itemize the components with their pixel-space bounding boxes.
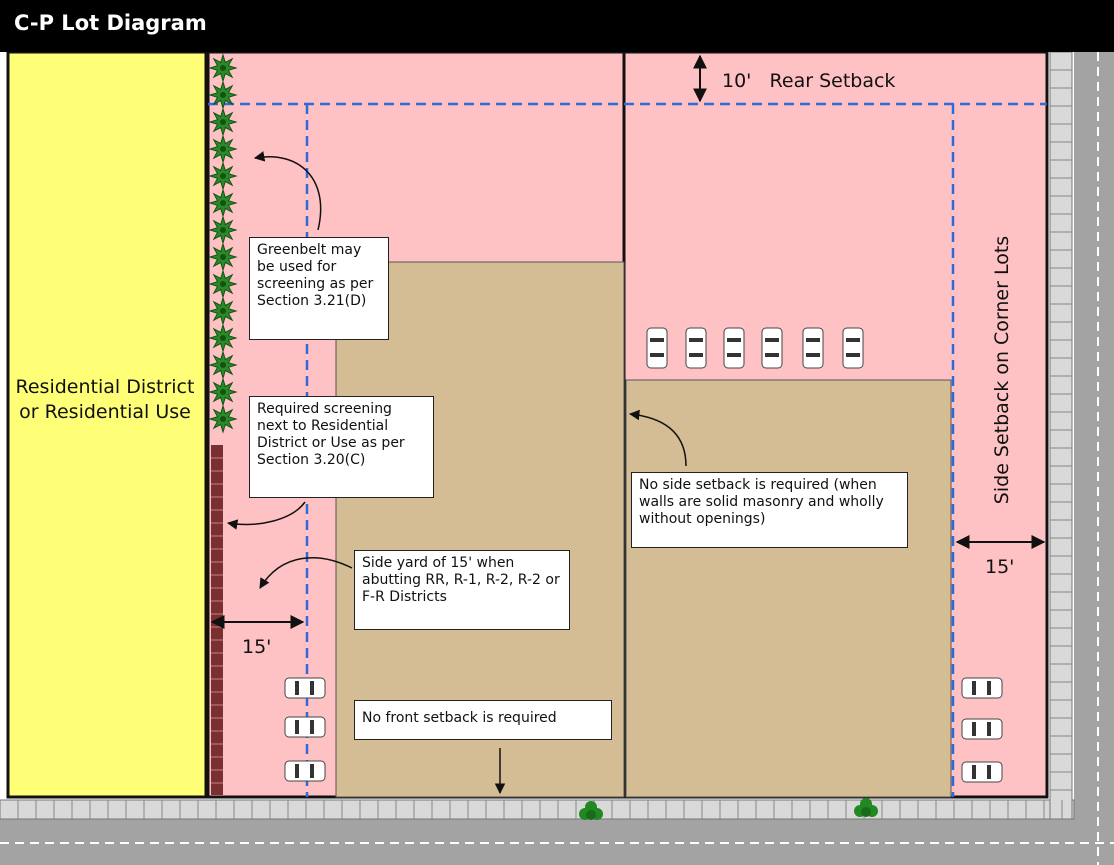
rear-setback-dimension: 10' bbox=[722, 70, 752, 92]
no-side-setback-callout: No side setback is required (when walls … bbox=[631, 472, 908, 548]
car-icon bbox=[961, 677, 1003, 699]
street-tree-icon bbox=[579, 801, 603, 820]
screening-callout: Required screening next to Residential D… bbox=[249, 396, 434, 498]
no-side-setback-leader bbox=[628, 409, 687, 467]
residential-label: Residential District or Residential Use bbox=[15, 376, 195, 423]
car-icon bbox=[284, 677, 326, 699]
building-right bbox=[625, 379, 952, 798]
sidewalk-horizontal bbox=[0, 799, 1075, 820]
tree-icon bbox=[208, 134, 238, 164]
side-yard-dimension: 15' bbox=[242, 636, 272, 658]
tree-icon bbox=[208, 323, 238, 353]
side-setback-corner-label: Side Setback on Corner Lots bbox=[991, 235, 1013, 505]
car-icon bbox=[646, 327, 668, 369]
tree-icon bbox=[208, 188, 238, 218]
sidewalk-vertical bbox=[1049, 51, 1073, 820]
tree-icon bbox=[208, 161, 238, 191]
car-icon bbox=[961, 761, 1003, 783]
car-icon bbox=[761, 327, 783, 369]
car-icon bbox=[842, 327, 864, 369]
front-setback-callout: No front setback is required bbox=[354, 700, 612, 740]
car-icon bbox=[802, 327, 824, 369]
greenbelt-leader bbox=[253, 151, 322, 231]
greenbelt-callout: Greenbelt may be used for screening as p… bbox=[249, 237, 389, 340]
sidewalk-joints bbox=[17, 69, 1072, 819]
rear-setback-label: 10' Rear Setback bbox=[722, 70, 895, 92]
tree-icon bbox=[208, 107, 238, 137]
street-vertical bbox=[1074, 52, 1114, 865]
page-title: C-P Lot Diagram bbox=[14, 11, 207, 35]
residential-area bbox=[6, 50, 208, 799]
car-icon bbox=[284, 716, 326, 738]
tree-icon bbox=[208, 350, 238, 380]
street-tree-icon bbox=[854, 798, 878, 817]
tree-icon bbox=[208, 215, 238, 245]
car-icon bbox=[723, 327, 745, 369]
title-bar: C-P Lot Diagram bbox=[0, 0, 1114, 52]
greenbelt-trees bbox=[208, 53, 238, 434]
screening-wall-joints bbox=[211, 457, 223, 784]
car-icon bbox=[961, 718, 1003, 740]
parking-column-left bbox=[284, 677, 326, 782]
car-icon bbox=[284, 760, 326, 782]
rear-setback-text: Rear Setback bbox=[769, 70, 896, 92]
tree-icon bbox=[208, 242, 238, 272]
tree-icon bbox=[208, 53, 238, 83]
side-setback-dimension: 15' bbox=[985, 556, 1015, 578]
car-icon bbox=[685, 327, 707, 369]
screening-leader bbox=[226, 501, 306, 530]
tree-icon bbox=[208, 296, 238, 326]
tree-icon bbox=[208, 269, 238, 299]
side-yard-callout: Side yard of 15' when abutting RR, R-1, … bbox=[354, 550, 570, 630]
tree-icon bbox=[208, 80, 238, 110]
tree-icon bbox=[208, 404, 238, 434]
parking-row-top bbox=[646, 327, 864, 369]
side-yard-leader bbox=[259, 557, 353, 589]
tree-icon bbox=[208, 377, 238, 407]
parking-column-right bbox=[961, 677, 1003, 783]
